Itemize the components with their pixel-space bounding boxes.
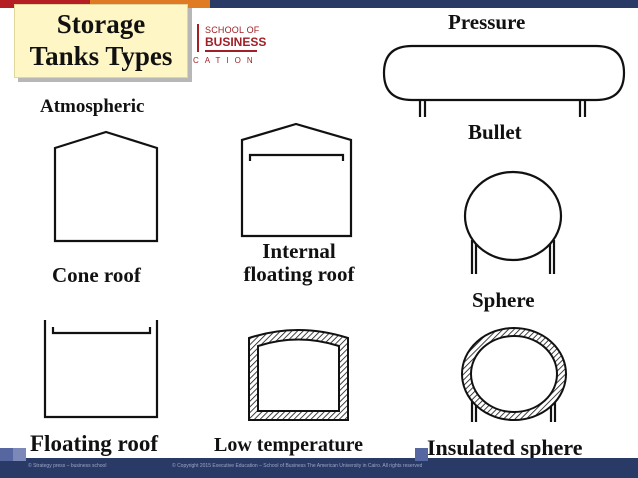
footer-square-2 [13, 448, 26, 461]
label-atmospheric: Atmospheric [40, 96, 145, 117]
logo-line-2: BUSINESS [205, 35, 267, 49]
label-internal-line-2: floating roof [243, 262, 355, 286]
footer-copyright-text: © Copyright 2015 Executive Education – S… [172, 463, 422, 469]
label-pressure: Pressure [448, 10, 526, 34]
footer-left-text: © Strategy press – business school [28, 463, 107, 469]
logo-line-1: SCHOOL OF [205, 25, 260, 35]
logo-underline [205, 50, 257, 52]
floating-roof-tank-diagram [43, 320, 159, 419]
sphere-tank-diagram [463, 170, 563, 274]
footer-square-1 [0, 448, 13, 461]
logo-line-3: CATION [193, 56, 259, 65]
label-bullet: Bullet [468, 120, 522, 144]
internal-floating-roof-tank-diagram [240, 122, 353, 238]
label-low-temperature: Low temperature [214, 434, 364, 456]
label-sphere: Sphere [472, 288, 535, 312]
accent-segment-navy [210, 0, 638, 8]
title-line-1: Storage [56, 9, 146, 39]
insulated-sphere-tank-diagram [461, 327, 567, 422]
label-cone-roof: Cone roof [52, 263, 141, 287]
footer-square-3 [415, 448, 428, 461]
label-internal-floating-roof: Internal floating roof [224, 240, 374, 286]
label-insulated-sphere: Insulated sphere [427, 435, 583, 460]
title-box: Storage Tanks Types [14, 4, 188, 78]
cone-roof-tank-diagram [53, 130, 159, 243]
footer-bar [0, 458, 638, 478]
low-temperature-tank-diagram [248, 329, 349, 421]
bullet-tank-diagram [382, 44, 626, 117]
school-logo: SCHOOL OF BUSINESS CATION [193, 22, 267, 72]
label-floating-roof: Floating roof [30, 431, 158, 456]
logo-bar [197, 24, 199, 52]
label-internal-line-1: Internal [262, 239, 336, 263]
title-line-2: Tanks Types [29, 41, 173, 71]
